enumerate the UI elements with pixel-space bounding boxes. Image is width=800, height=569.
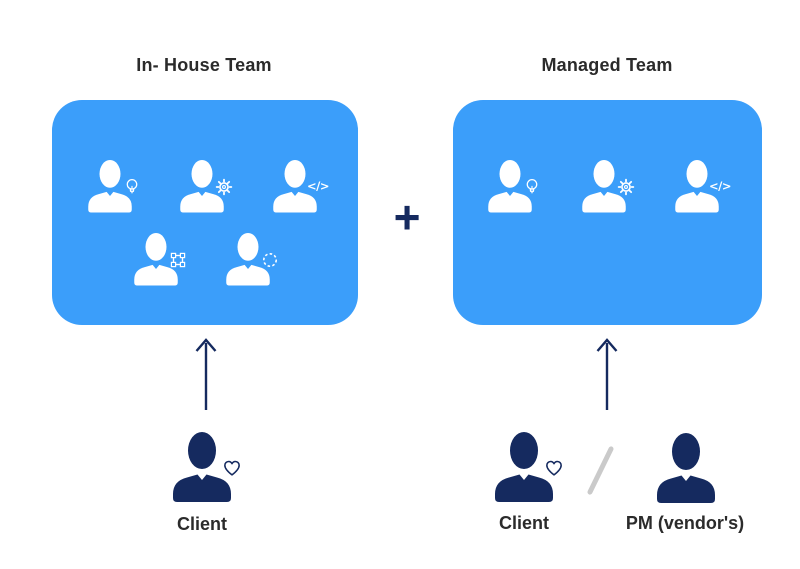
managed-team-title: Managed Team [541,55,673,75]
team-member-designer [132,233,186,287]
pm-figure [654,433,718,505]
team-member-idea [86,160,138,214]
lightbulb-icon [126,179,138,194]
divider-slash [586,445,615,496]
heart-icon [224,460,240,476]
managed-member-developer: </> [673,160,731,214]
in-house-team-box: </> [52,100,358,325]
up-arrow-left [195,338,217,410]
managed-member-idea [486,160,538,214]
pm-label: PM (vendor's) [625,513,745,533]
client-label-right: Client [498,513,549,533]
vector-square-icon [170,252,186,268]
heart-icon [546,460,562,476]
person-icon [654,433,718,505]
managed-team-box: </> [453,100,762,325]
in-house-team-title: In- House Team [136,55,272,75]
plus-sign: + [393,191,421,243]
managed-member-engineer [580,160,635,214]
client-figure-right [492,432,562,504]
code-icon: </> [307,179,329,193]
gear-icon [215,178,233,196]
dashed-circle-icon [262,252,278,268]
client-figure-left [170,432,240,504]
lightbulb-icon [526,179,538,194]
up-arrow-right [596,338,618,410]
client-label-left: Client [176,514,227,534]
gear-icon [617,178,635,196]
team-member-developer: </> [271,160,329,214]
team-member-flexible [224,233,278,287]
team-member-engineer [178,160,233,214]
code-icon: </> [709,179,731,193]
